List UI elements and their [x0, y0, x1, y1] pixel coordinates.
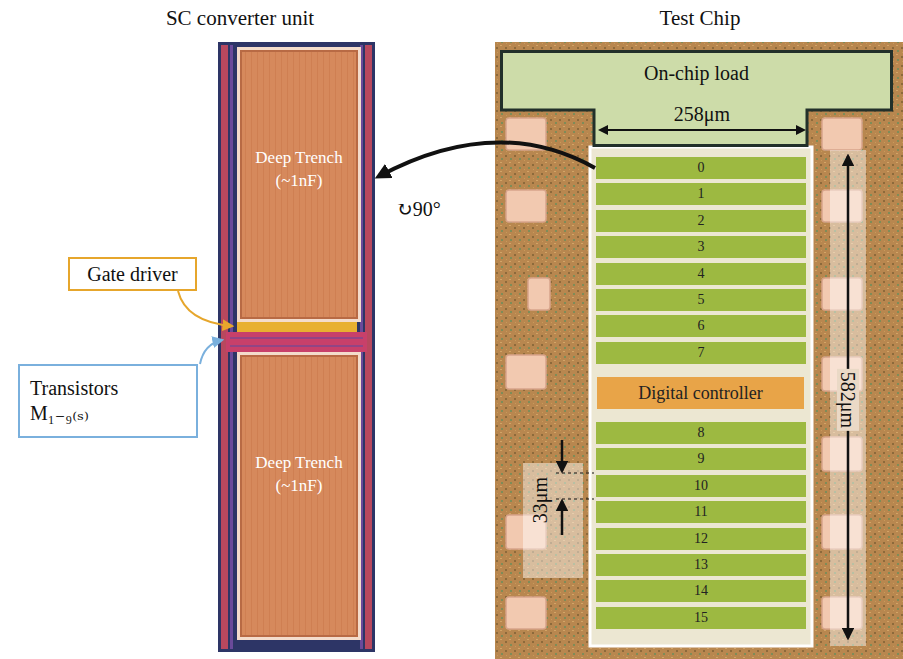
converter-strip: 6 [596, 315, 806, 337]
converter-strip: 0 [596, 157, 806, 179]
test-chip: Test ChipOn-chip load01234567Digital con… [495, 42, 903, 659]
node-label: 13 [694, 557, 708, 573]
converter-strip: 1 [596, 183, 806, 205]
node-label: 12 [694, 531, 708, 547]
edge-label: ↻90° [396, 198, 441, 220]
node-label: 0 [698, 160, 705, 176]
node-label: On-chip load [644, 62, 749, 85]
panel-title: SC converter unit [166, 6, 314, 31]
node-label: 3 [698, 239, 705, 255]
node-label: 6 [698, 318, 705, 334]
converter-strip: 14 [596, 580, 806, 602]
node-label: 4 [698, 266, 705, 282]
converter-strip: 7 [596, 342, 806, 364]
callout-box: Transistors M₁₋₉₍ₛ₎ [18, 364, 198, 438]
node-label: Transistors M₁₋₉₍ₛ₎ [30, 376, 154, 426]
converter-strip: 2 [596, 210, 806, 232]
trench-capacitor: Deep Trench (~1nF) [237, 47, 361, 322]
dimension-label: 582μm [837, 369, 859, 431]
converter-strip: 15 [596, 607, 806, 629]
node-label: 10 [694, 478, 708, 494]
converter-strip: 12 [596, 528, 806, 550]
node-label: Gate driver [87, 263, 178, 286]
node-label: 8 [698, 425, 705, 441]
converter-strip: 3 [596, 236, 806, 258]
converter-strip: 11 [596, 501, 806, 523]
converter-strip: 8 [596, 422, 806, 444]
node-label: 14 [694, 583, 708, 599]
node-label: 9 [698, 451, 705, 467]
trench-capacitor: Deep Trench (~1nF) [237, 352, 361, 640]
controller-block: Digital controller [597, 377, 804, 409]
load-shape [502, 52, 892, 146]
node-label: 15 [694, 610, 708, 626]
node-label: 5 [698, 292, 705, 308]
converter-strip: 10 [596, 475, 806, 497]
converter-strip: 5 [596, 289, 806, 311]
node-label: 11 [694, 504, 707, 520]
load-block: On-chip load [500, 50, 893, 147]
node-label: 2 [698, 213, 705, 229]
node-label: Digital controller [638, 383, 762, 404]
dimension-label: 33μm [529, 477, 551, 523]
converter-strip: 9 [596, 448, 806, 470]
converter-unit: SC converter unitDeep Trench (~1nF)Deep … [218, 42, 375, 652]
callout-box: Gate driver [68, 257, 197, 291]
panel-title: Test Chip [660, 6, 741, 31]
converter-strip: 4 [596, 263, 806, 285]
dimension-arrow [600, 129, 804, 131]
rotation-arrow [379, 142, 595, 176]
dimension-label: 258μm [674, 103, 730, 125]
converter-strip: 13 [596, 554, 806, 576]
node-label: 1 [698, 186, 705, 202]
node-label: Deep Trench (~1nF) [248, 452, 350, 498]
node-label: Deep Trench (~1nF) [248, 147, 350, 193]
node-label: 7 [698, 345, 705, 361]
